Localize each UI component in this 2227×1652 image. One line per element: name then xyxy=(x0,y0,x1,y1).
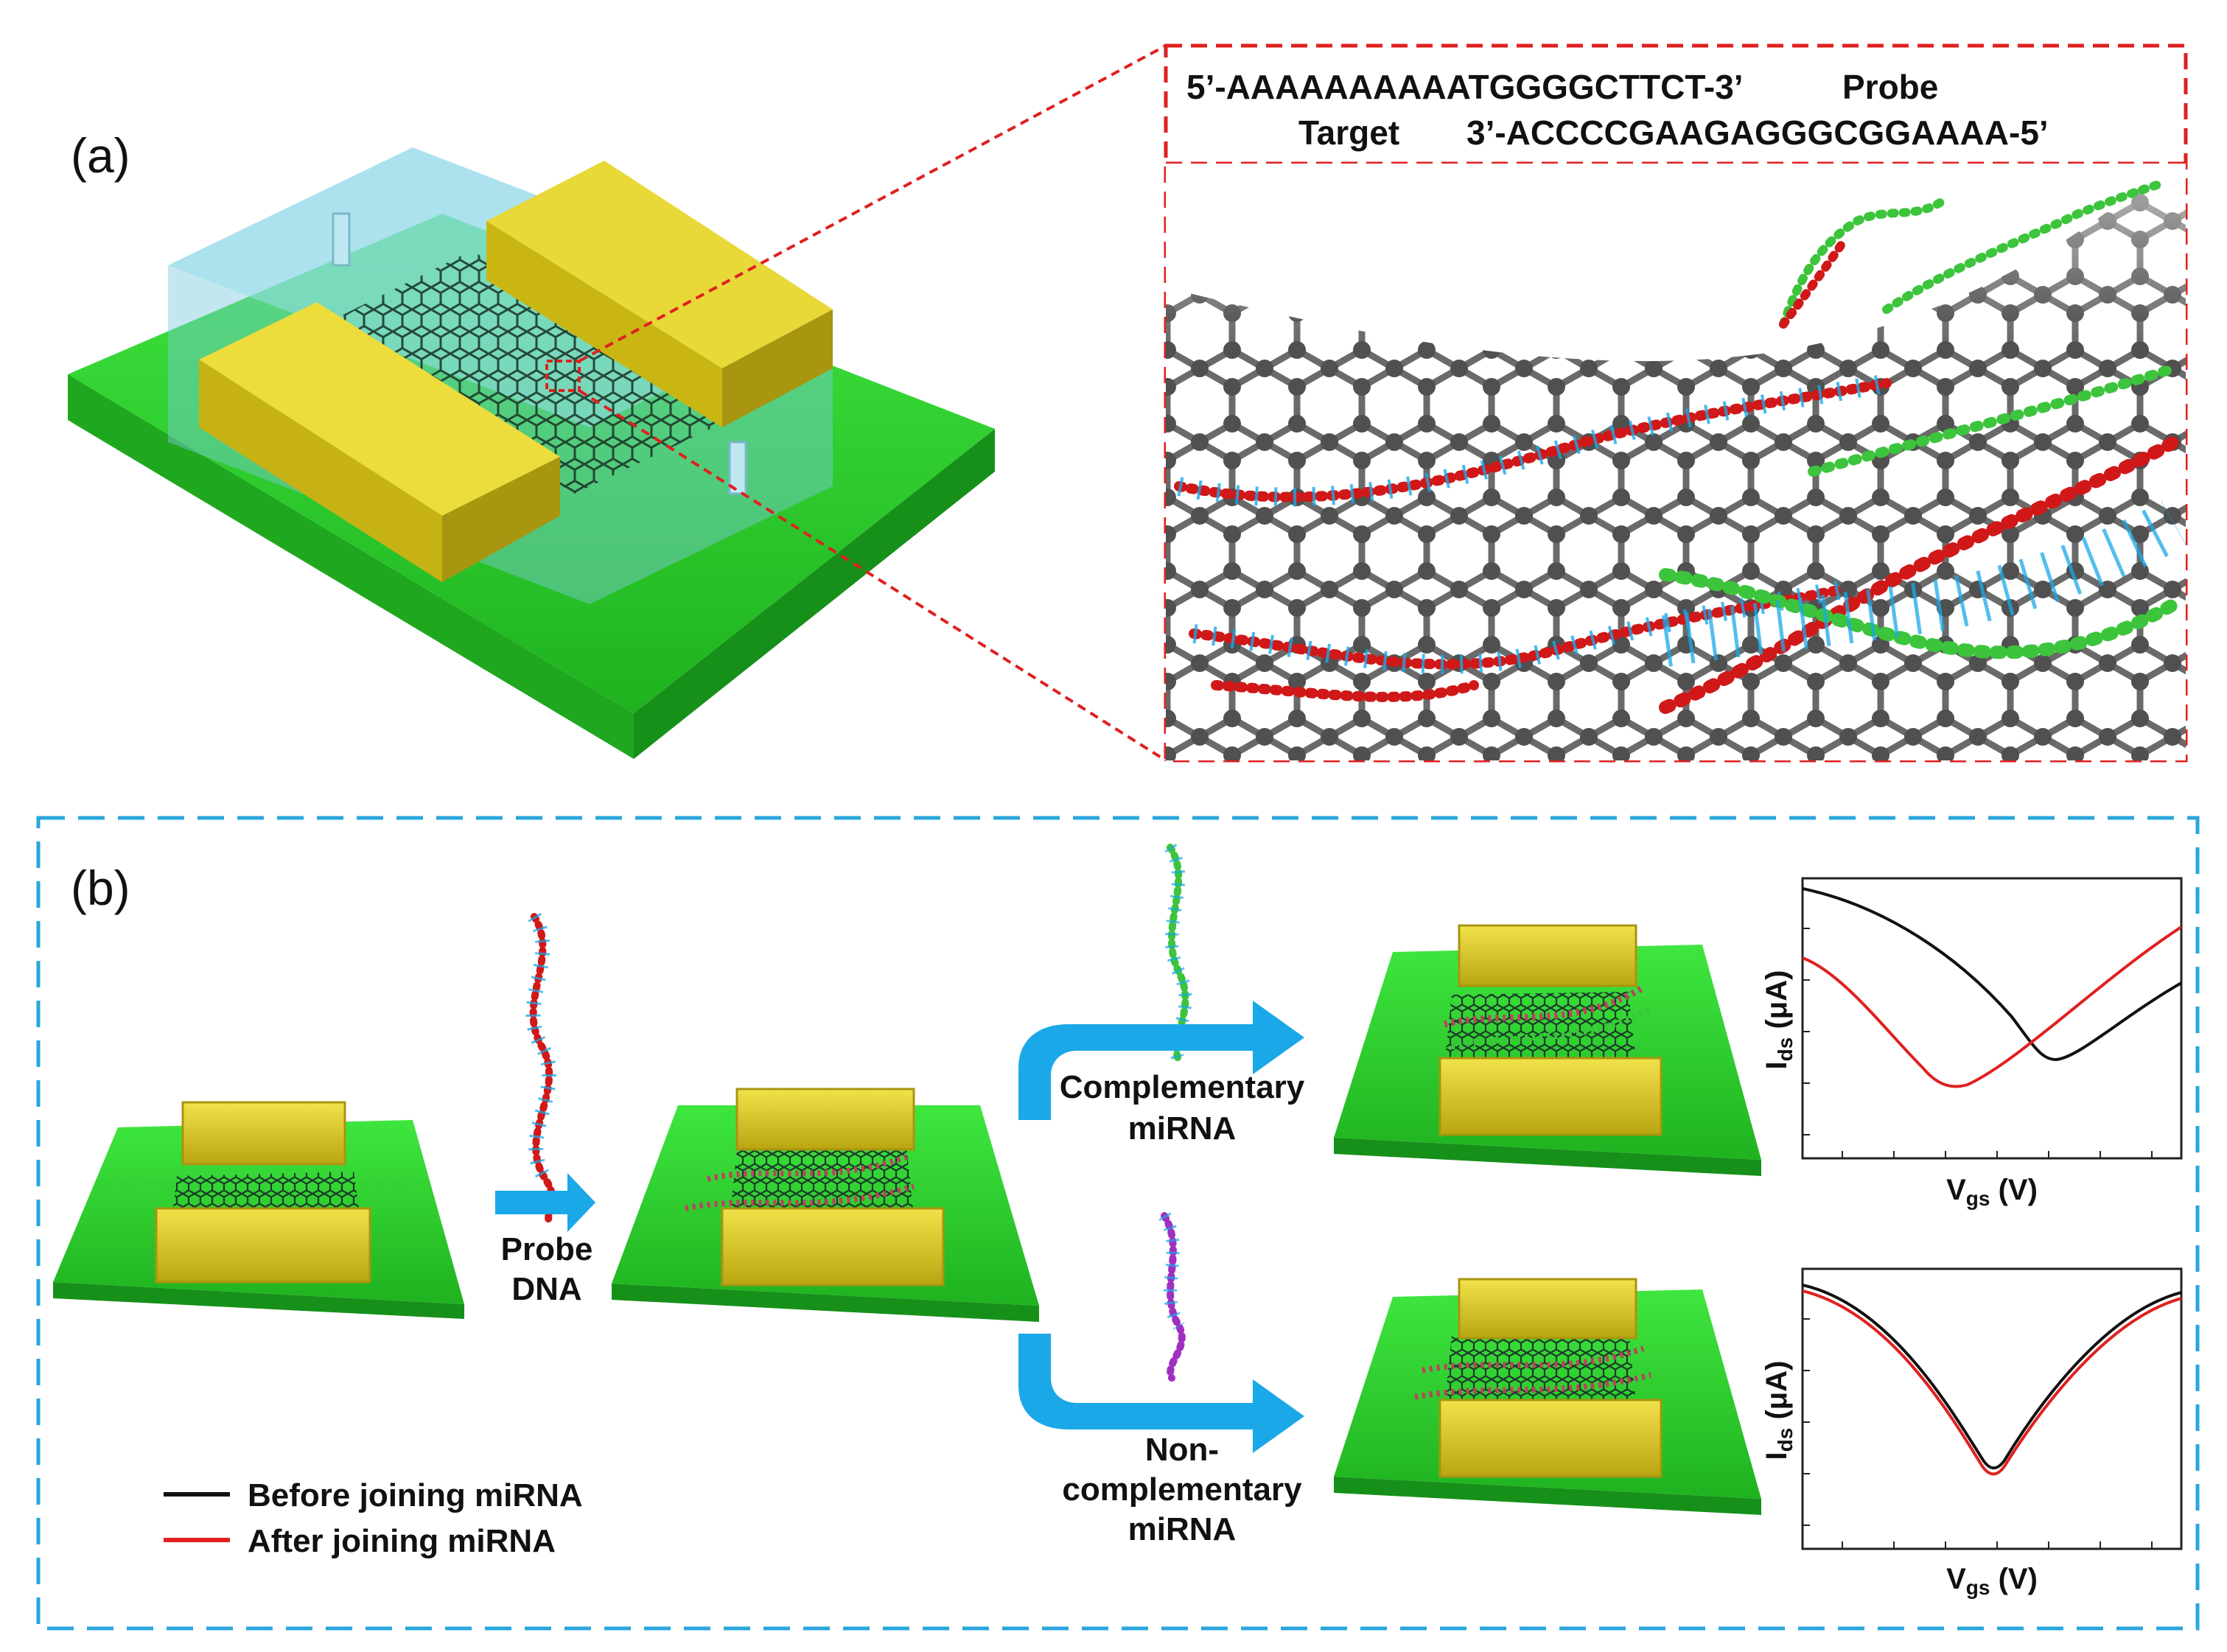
device2-electrode-top xyxy=(735,1088,915,1151)
device4-electrode-top xyxy=(1458,1278,1637,1340)
device3-duplex-1 xyxy=(1443,984,1646,1028)
noncomplementary-arrow xyxy=(1018,1334,1304,1453)
device1-electrode-top xyxy=(181,1101,346,1166)
plot1-xlabel: Vgs (V) xyxy=(1946,1174,2038,1210)
plot2-before-curve xyxy=(1803,1284,2181,1470)
noncomplementary-mirna-strand-icon xyxy=(1161,1212,1186,1382)
device4-probe-2 xyxy=(1414,1372,1652,1400)
probe-strand-2 xyxy=(1189,584,1847,670)
panel-a: (a) xyxy=(68,43,2188,763)
device4-graphene xyxy=(1444,1332,1636,1407)
electrode-front-front xyxy=(199,360,442,582)
probe-strand-3 xyxy=(1211,680,1479,702)
plot1-before-curve xyxy=(1803,887,2181,1062)
device3-electrode-bottom xyxy=(1438,1057,1663,1136)
target-label: Target xyxy=(1298,113,1399,152)
substrate-side-right xyxy=(634,429,995,759)
complementary-arrow xyxy=(1018,1001,1304,1120)
electrode-front-top xyxy=(199,302,560,516)
noncomplementary-label-line3: miRNA xyxy=(1128,1511,1237,1547)
noncomplementary-label-line1: Non- xyxy=(1145,1432,1219,1468)
probe-dna-arrow xyxy=(495,1173,595,1232)
duplex-probe xyxy=(1659,435,2181,714)
device2-electrode-bottom xyxy=(721,1207,945,1287)
noncomplementary-mirna-bases xyxy=(1158,1212,1185,1330)
device2-probe-1 xyxy=(707,1154,908,1182)
duplex-upper xyxy=(1808,363,2179,477)
device1-electrode-bottom xyxy=(155,1207,371,1284)
electrode-back-front xyxy=(486,221,722,427)
duplex-bases xyxy=(1662,500,2186,667)
duplex-target xyxy=(1659,568,2181,659)
device-noncomplementary xyxy=(1334,1278,1761,1515)
device1-side xyxy=(53,1282,464,1319)
zoom-marker xyxy=(545,360,581,392)
complementary-label-line1: Complementary xyxy=(1060,1069,1305,1105)
device-bare xyxy=(53,1101,464,1319)
plot-noncomplementary: Ids (μA) Vgs (V) xyxy=(1761,1267,2183,1599)
device3-duplex-2 xyxy=(1451,1006,1653,1050)
substrate-side xyxy=(68,374,634,759)
device2-side xyxy=(612,1284,1039,1322)
probe-sequence: 5’-AAAAAAAAAATGGGGCTTCT-3’ xyxy=(1186,68,1744,106)
probe-strand-1-bases xyxy=(1177,374,1889,507)
plot-complementary: Ids (μA) Vgs (V) xyxy=(1761,877,2183,1210)
plot2-xlabel: Vgs (V) xyxy=(1946,1563,2038,1599)
outlet-port xyxy=(728,441,747,495)
probe-label: Probe xyxy=(1842,68,1938,106)
electrode-front-side xyxy=(442,457,560,582)
device2-probe-2 xyxy=(685,1183,915,1211)
graphene-fet-device-icon xyxy=(68,147,995,759)
zoom-line-top xyxy=(578,44,1167,363)
panel-b: (b) Probe DNA Complement xyxy=(36,816,2200,1631)
free-target-strand-2 xyxy=(1882,180,2164,314)
plot2-ylabel: Ids (μA) xyxy=(1761,1361,1797,1460)
lattice-haze xyxy=(1166,164,2186,340)
zoom-line-bottom xyxy=(578,389,1167,762)
graphene-channel xyxy=(310,251,744,494)
plot1-ylabel: Ids (μA) xyxy=(1761,970,1797,1070)
free-target-strand xyxy=(1779,195,1950,329)
plot1-after-curve xyxy=(1803,925,2181,1088)
target-sequence: 3’-ACCCCGAAGAGGGCGGAAAA-5’ xyxy=(1466,113,2049,152)
probe-dna-label-line2: DNA xyxy=(511,1271,581,1307)
device3-side xyxy=(1334,1138,1761,1176)
complementary-label-line2: miRNA xyxy=(1128,1110,1237,1147)
legend: Before joining miRNA After joining miRNA xyxy=(164,1477,583,1559)
device-complementary xyxy=(1334,924,1761,1176)
device3-electrode-top xyxy=(1458,924,1637,987)
free-target-strand-red xyxy=(1779,239,1847,329)
electrode-back-side xyxy=(722,309,833,427)
plot1-ticks xyxy=(1803,928,2153,1158)
plot1-frame xyxy=(1801,877,2183,1160)
probe-dna-label-line1: Probe xyxy=(501,1231,593,1267)
plot2-after-curve xyxy=(1803,1289,2181,1476)
panel-b-label: (b) xyxy=(71,861,130,915)
plot2-ticks xyxy=(1803,1318,2153,1549)
device4-electrode-bottom xyxy=(1438,1399,1663,1478)
legend-before-label: Before joining miRNA xyxy=(248,1477,583,1513)
legend-after-label: After joining miRNA xyxy=(248,1523,556,1559)
device-with-probe xyxy=(612,1088,1039,1322)
device4-side xyxy=(1334,1477,1761,1515)
graphene-lattice-icon xyxy=(1166,164,2186,760)
panel-a-label: (a) xyxy=(71,128,130,183)
inlet-port xyxy=(332,212,351,267)
panel-b-frame xyxy=(36,816,2200,1631)
device4-probe-1 xyxy=(1422,1345,1645,1373)
noncomplementary-label-line2: complementary xyxy=(1062,1471,1302,1508)
electrode-back-top xyxy=(486,161,833,368)
device3-graphene xyxy=(1444,992,1636,1065)
